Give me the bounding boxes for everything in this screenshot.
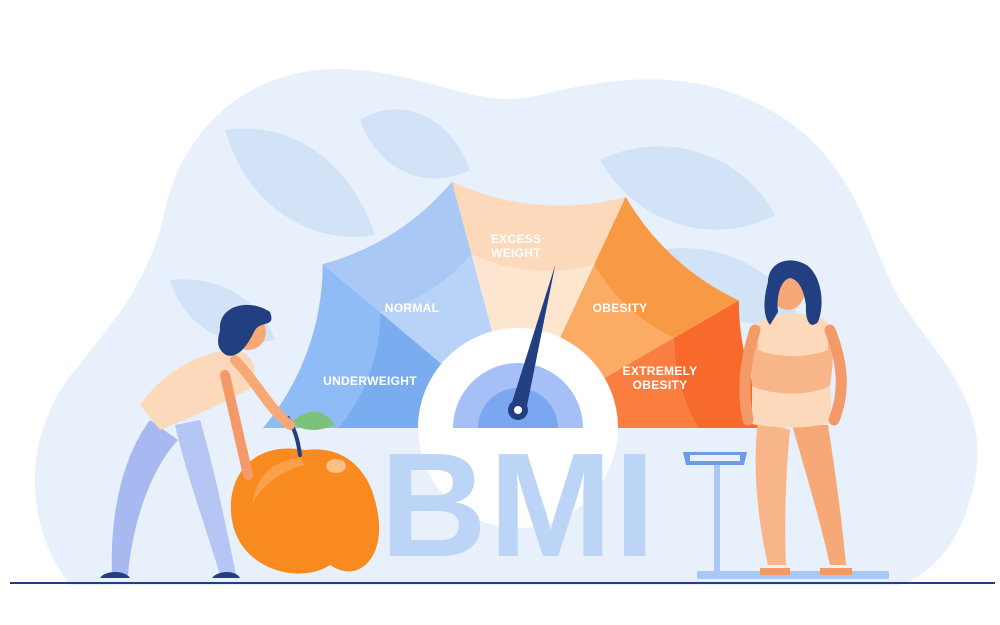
gauge-segment-outer-2 xyxy=(322,181,472,313)
gauge-segment-inner-1 xyxy=(338,312,442,428)
gauge-label-4: OBESITY xyxy=(593,301,648,315)
gauge-segment-inner-4 xyxy=(560,264,674,378)
woman-right-figure xyxy=(739,260,852,575)
woman-left-figure xyxy=(100,304,295,578)
gauge-segment-inner-3 xyxy=(471,254,595,341)
gauge-segment-outer-4 xyxy=(594,196,739,338)
gauge-segment-inner-5 xyxy=(604,338,698,428)
bmi-headline: BMI xyxy=(380,423,657,588)
gauge-label-1: UNDERWEIGHT xyxy=(323,374,417,388)
gauge-segment-outer-1 xyxy=(263,264,381,428)
gauge-needle xyxy=(508,264,556,420)
apple-leaf xyxy=(292,411,335,430)
gauge-label-2: NORMAL xyxy=(385,301,439,315)
gauge-inner-ring xyxy=(338,254,698,428)
gauge-segment-outer-3 xyxy=(452,181,626,271)
gauge-segment-inner-2 xyxy=(380,254,493,364)
